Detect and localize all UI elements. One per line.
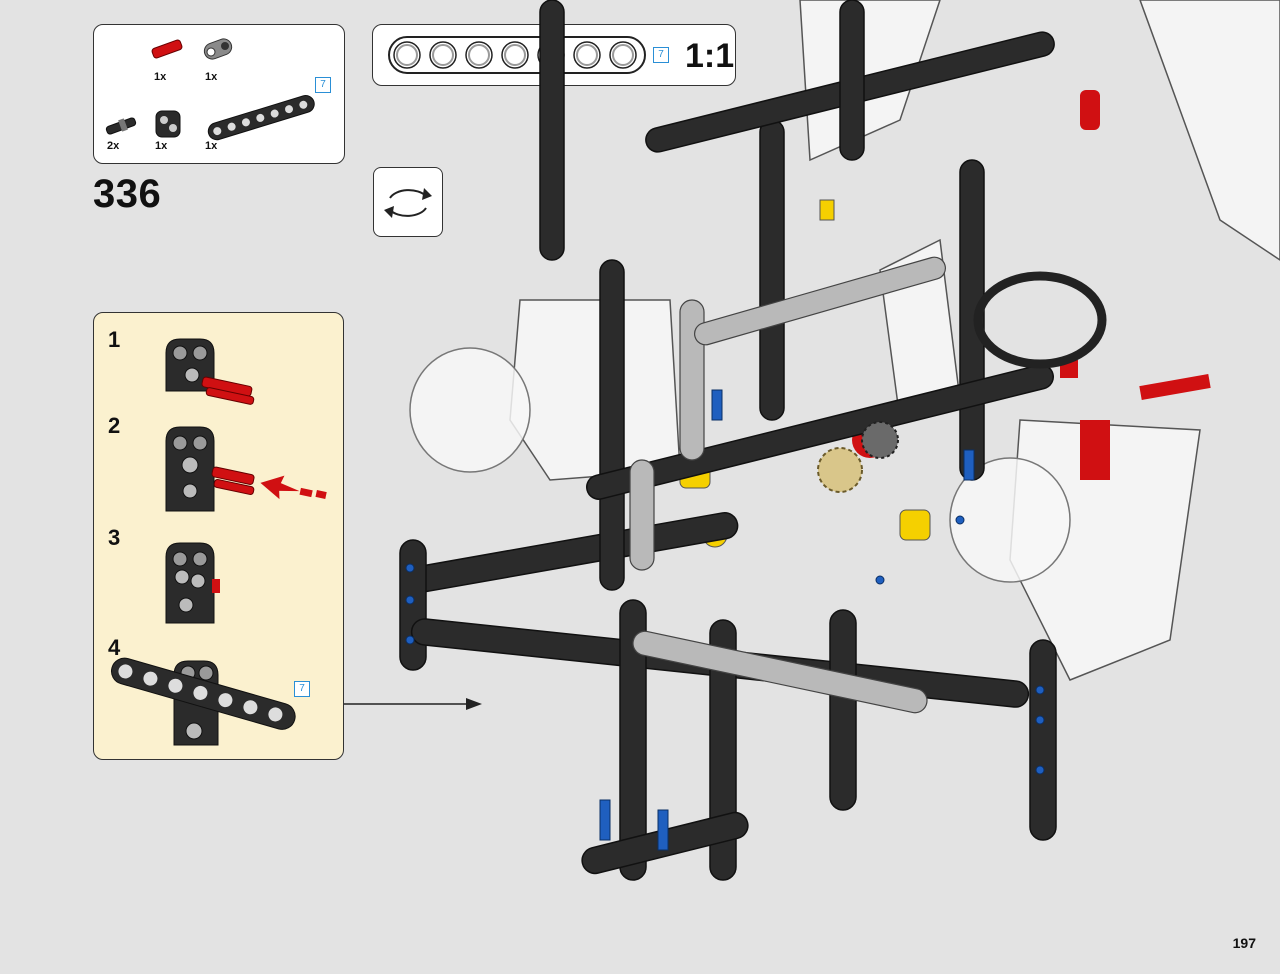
part-qty: 1x xyxy=(154,71,167,83)
sub-step-number: 2 xyxy=(108,413,121,438)
white-body-panels xyxy=(509,0,1280,681)
rotate-model-box xyxy=(373,167,443,237)
beam-length-badge: 7 xyxy=(653,47,669,63)
double-pin-connector-icon xyxy=(155,110,181,138)
gears xyxy=(817,421,899,493)
part-qty: 2x xyxy=(107,140,120,152)
headlight-domes xyxy=(409,347,1071,583)
gray-frame-beams xyxy=(629,256,946,714)
blue-pins xyxy=(405,389,1045,851)
sub-step-number: 4 xyxy=(108,635,121,660)
parts-list: 1x 1x 2x 1x 1x 7 xyxy=(93,24,345,164)
scale-ratio: 1:1 xyxy=(685,37,735,75)
model-chassis-illustration xyxy=(399,0,1280,881)
sub-step-1-illustration xyxy=(165,338,255,405)
parts-list-art xyxy=(105,38,315,141)
part-qty: 1x xyxy=(205,71,218,83)
step-number: 336 xyxy=(93,172,162,216)
yellow-parts xyxy=(679,199,931,548)
sub-assembly-panel: 1 2 3 4 xyxy=(93,312,344,760)
beam-7-icon xyxy=(207,95,315,141)
part-qty: 1x xyxy=(205,140,218,152)
beam-length-badge: 7 xyxy=(315,77,331,93)
beam-length-badge: 7 xyxy=(294,681,310,697)
part-qty: 1x xyxy=(155,140,168,152)
axle-pin-connector-icon xyxy=(203,38,233,60)
sub-step-number: 3 xyxy=(108,525,121,550)
red-axle-pin-icon xyxy=(151,39,183,59)
sub-step-number: 1 xyxy=(108,327,121,352)
sub-step-2-illustration xyxy=(165,426,327,512)
sub-step-3-illustration xyxy=(165,542,220,624)
steering-wheel xyxy=(973,271,1107,369)
sub-step-4-illustration xyxy=(110,657,296,746)
black-pin-icon xyxy=(105,117,137,135)
page-number: 197 xyxy=(1232,935,1256,951)
callout-pointer-arrow xyxy=(344,698,482,710)
sub-assembly-art xyxy=(110,338,327,746)
rotate-model-icon xyxy=(384,188,432,218)
